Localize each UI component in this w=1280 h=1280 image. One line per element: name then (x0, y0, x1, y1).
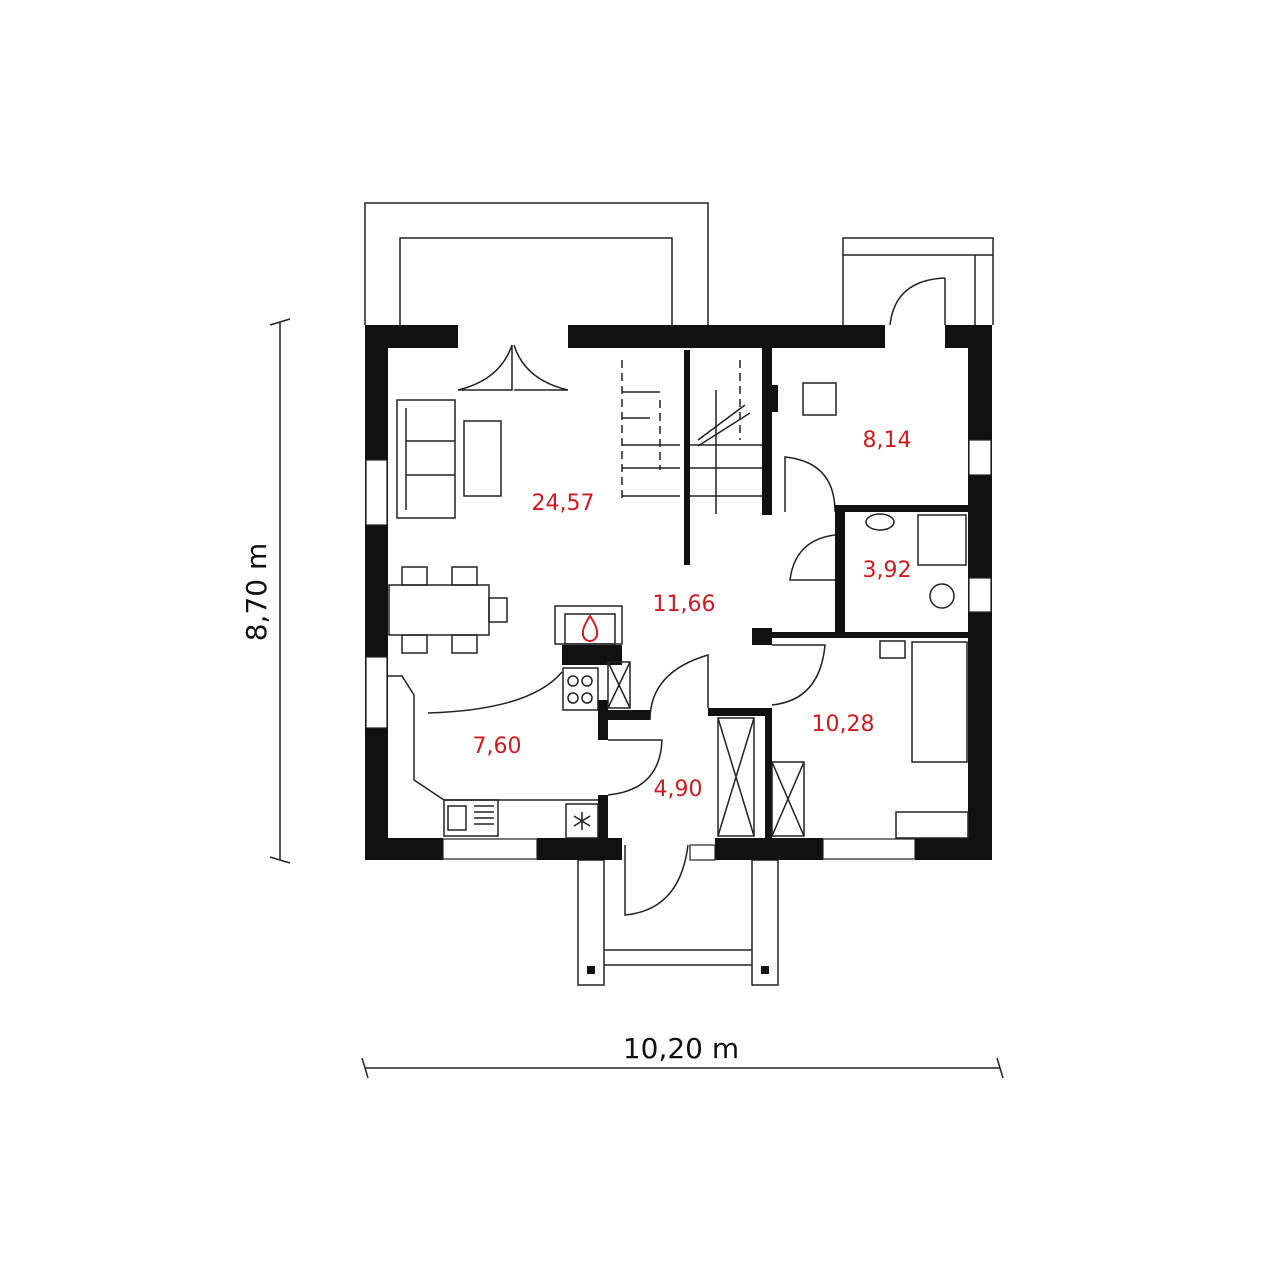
sink (865, 513, 895, 531)
doors (427, 277, 946, 916)
sink (443, 799, 499, 837)
dimension-width: 10,20 m (361, 1032, 1004, 1079)
toilet (929, 583, 955, 609)
windows (365, 439, 992, 861)
front-porch (577, 859, 779, 986)
interior-walls (562, 348, 968, 838)
staircase (621, 360, 762, 514)
room-area-hall: 11,66 (653, 592, 716, 617)
room-area-bedroom: 10,28 (812, 712, 875, 737)
height-dimension-label: 8,70 m (240, 543, 273, 642)
room-area-utility: 8,14 (863, 428, 912, 453)
fire-icon (581, 614, 599, 642)
stove (562, 667, 599, 711)
room-area-vestibule: 4,90 (654, 777, 703, 802)
width-dimension-label: 10,20 m (623, 1032, 739, 1065)
bed (911, 641, 968, 763)
dimension-height: 8,70 m (240, 318, 291, 864)
dining-table (388, 584, 490, 636)
post (587, 966, 595, 974)
fridge (565, 803, 599, 839)
post (761, 966, 769, 974)
exterior-walls (365, 325, 992, 860)
coffee-table (463, 420, 502, 497)
shower (917, 514, 967, 566)
terrace (364, 202, 709, 325)
furniture (388, 360, 969, 839)
sofa (396, 399, 456, 519)
rear-entrance-porch (842, 237, 994, 325)
room-area-living: 24,57 (532, 491, 595, 516)
room-area-kitchen: 7,60 (473, 734, 522, 759)
room-area-bathroom: 3,92 (863, 558, 912, 583)
